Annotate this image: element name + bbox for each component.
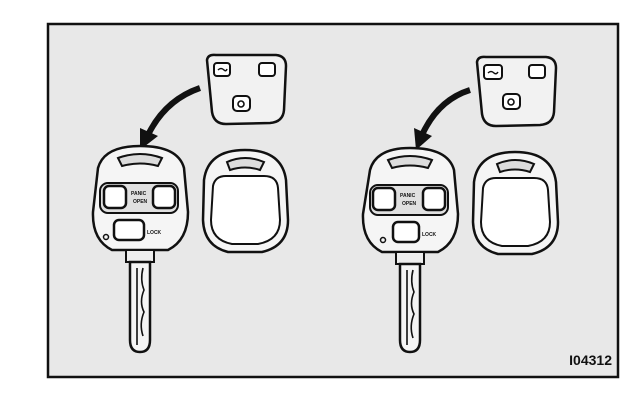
- key-ring-slot-2: [386, 155, 434, 170]
- figure-id-code: I04312: [569, 352, 612, 368]
- key-blade-2: [398, 262, 422, 354]
- button-label-open: OPEN: [133, 199, 148, 205]
- button-label-panic: PANIC: [131, 191, 147, 197]
- key-blade: [128, 260, 152, 354]
- back-ring-slot-2: [495, 159, 536, 174]
- key-button-panic: [102, 184, 128, 210]
- button-label-panic-2: PANIC: [400, 193, 416, 199]
- right-key-group: PANIC OPEN LOCK: [361, 55, 560, 354]
- key-button-lock: [112, 218, 146, 242]
- button-label-open-2: OPEN: [402, 201, 417, 207]
- pad-button-lock-2: [502, 93, 521, 110]
- pad-button-open: [258, 62, 276, 77]
- key-button-open: [151, 184, 177, 210]
- key-button-lock-2: [391, 220, 421, 244]
- key-ring-slot: [116, 153, 164, 168]
- key-collar-2: [395, 251, 425, 265]
- pad-button-lock: [232, 95, 251, 112]
- back-ring-slot: [225, 157, 266, 172]
- pad-button-open-2: [528, 64, 546, 79]
- key-button-panic-2: [371, 186, 397, 212]
- key-cuts: [136, 267, 145, 345]
- button-label-lock-2: LOCK: [422, 232, 437, 238]
- key-button-open-2: [421, 186, 447, 212]
- led-indicator-2: [379, 236, 387, 244]
- led-indicator: [102, 233, 110, 241]
- key-cuts-2: [406, 269, 415, 345]
- button-label-lock: LOCK: [147, 230, 162, 236]
- pad-button-panic: [213, 62, 231, 77]
- arrow-head: [140, 128, 158, 150]
- arrow-head-2: [414, 128, 432, 150]
- back-cover-recess: [209, 175, 282, 245]
- insert-arrow-2: [419, 87, 471, 137]
- back-cover-recess-2: [479, 177, 552, 247]
- key-collar: [125, 249, 155, 263]
- insert-arrow: [145, 85, 202, 137]
- left-key-group: PANIC OPEN LOCK: [91, 53, 290, 354]
